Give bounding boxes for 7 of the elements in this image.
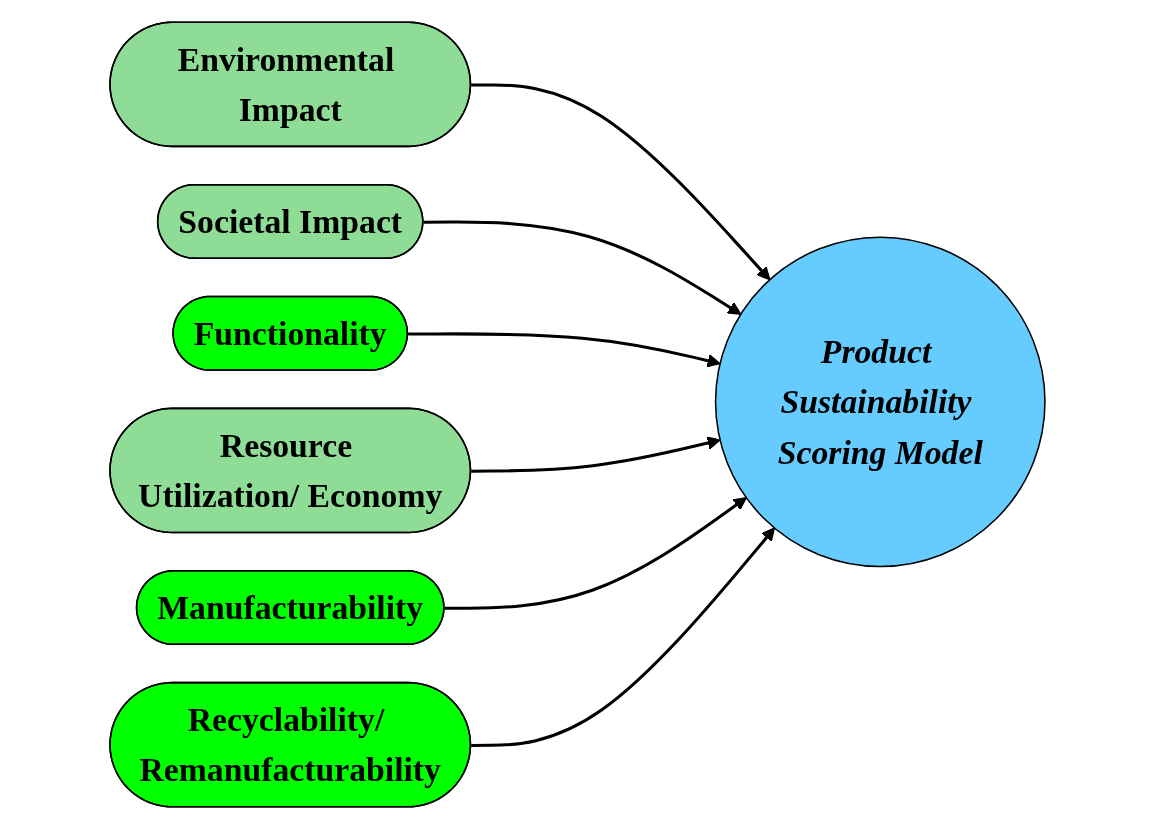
arrow — [408, 332, 721, 368]
arrow — [471, 527, 776, 747]
arrow — [423, 220, 742, 315]
arrow — [471, 83, 771, 281]
arrow — [471, 436, 721, 473]
arrow — [444, 497, 747, 610]
node-circle: Product Sustainability Scoring Model — [714, 236, 1046, 568]
